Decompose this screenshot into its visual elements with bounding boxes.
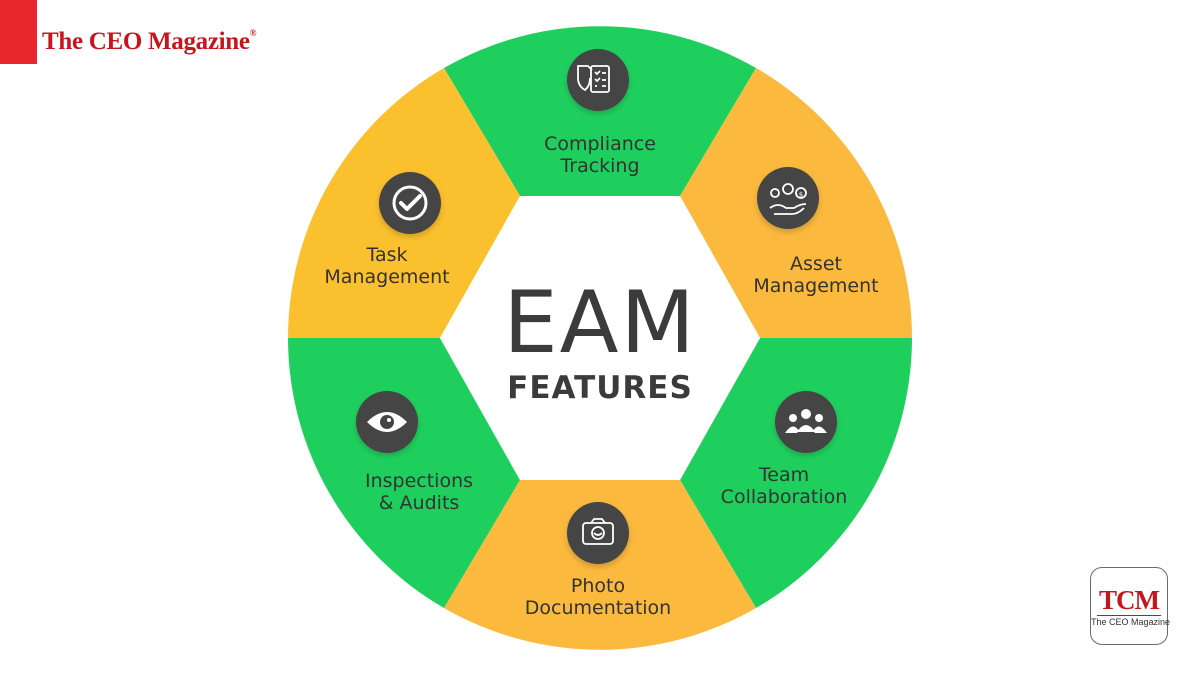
photo-documentation-line2: Documentation — [525, 597, 671, 619]
hand-gear-dollar-icon — [757, 167, 819, 229]
asset-management-line2: Management — [753, 275, 878, 297]
tcm-badge[interactable]: TCM The CEO Magazine — [1090, 567, 1171, 645]
inspections-audits-line1: Inspections — [365, 470, 473, 492]
dollar-glyph: $ — [799, 191, 803, 199]
inspections-audits-line2: & Audits — [379, 492, 460, 514]
team-collaboration-line1: Team — [758, 464, 809, 486]
segment-team-collaboration — [680, 338, 912, 608]
team-group-icon — [775, 391, 837, 453]
camera-icon — [567, 502, 629, 564]
checkmark-circle-icon — [379, 172, 441, 234]
photo-documentation-line1: Photo — [571, 575, 625, 597]
segment-inspections-audits — [288, 338, 520, 608]
tcm-logo: TCM — [1099, 585, 1160, 615]
center-title: EAM — [503, 273, 696, 373]
tcm-subtitle: The CEO Magazine — [1091, 617, 1171, 627]
task-management-line2: Management — [324, 266, 449, 288]
center-subtitle: FEATURES — [507, 370, 693, 406]
team-collaboration-line2: Collaboration — [721, 486, 848, 508]
compliance-tracking-line1: Compliance — [544, 133, 656, 155]
asset-management-line1: Asset — [790, 253, 842, 275]
task-management-line1: Task — [365, 244, 407, 266]
tcm-divider — [1097, 615, 1161, 616]
center-hexagon — [440, 196, 760, 480]
brand-red-bar — [0, 0, 37, 64]
compliance-tracking-line2: Tracking — [559, 155, 639, 177]
segment-compliance-tracking — [444, 26, 756, 196]
brand-logo[interactable]: The CEO Magazine® — [42, 28, 257, 55]
segment-photo-documentation — [444, 480, 756, 650]
